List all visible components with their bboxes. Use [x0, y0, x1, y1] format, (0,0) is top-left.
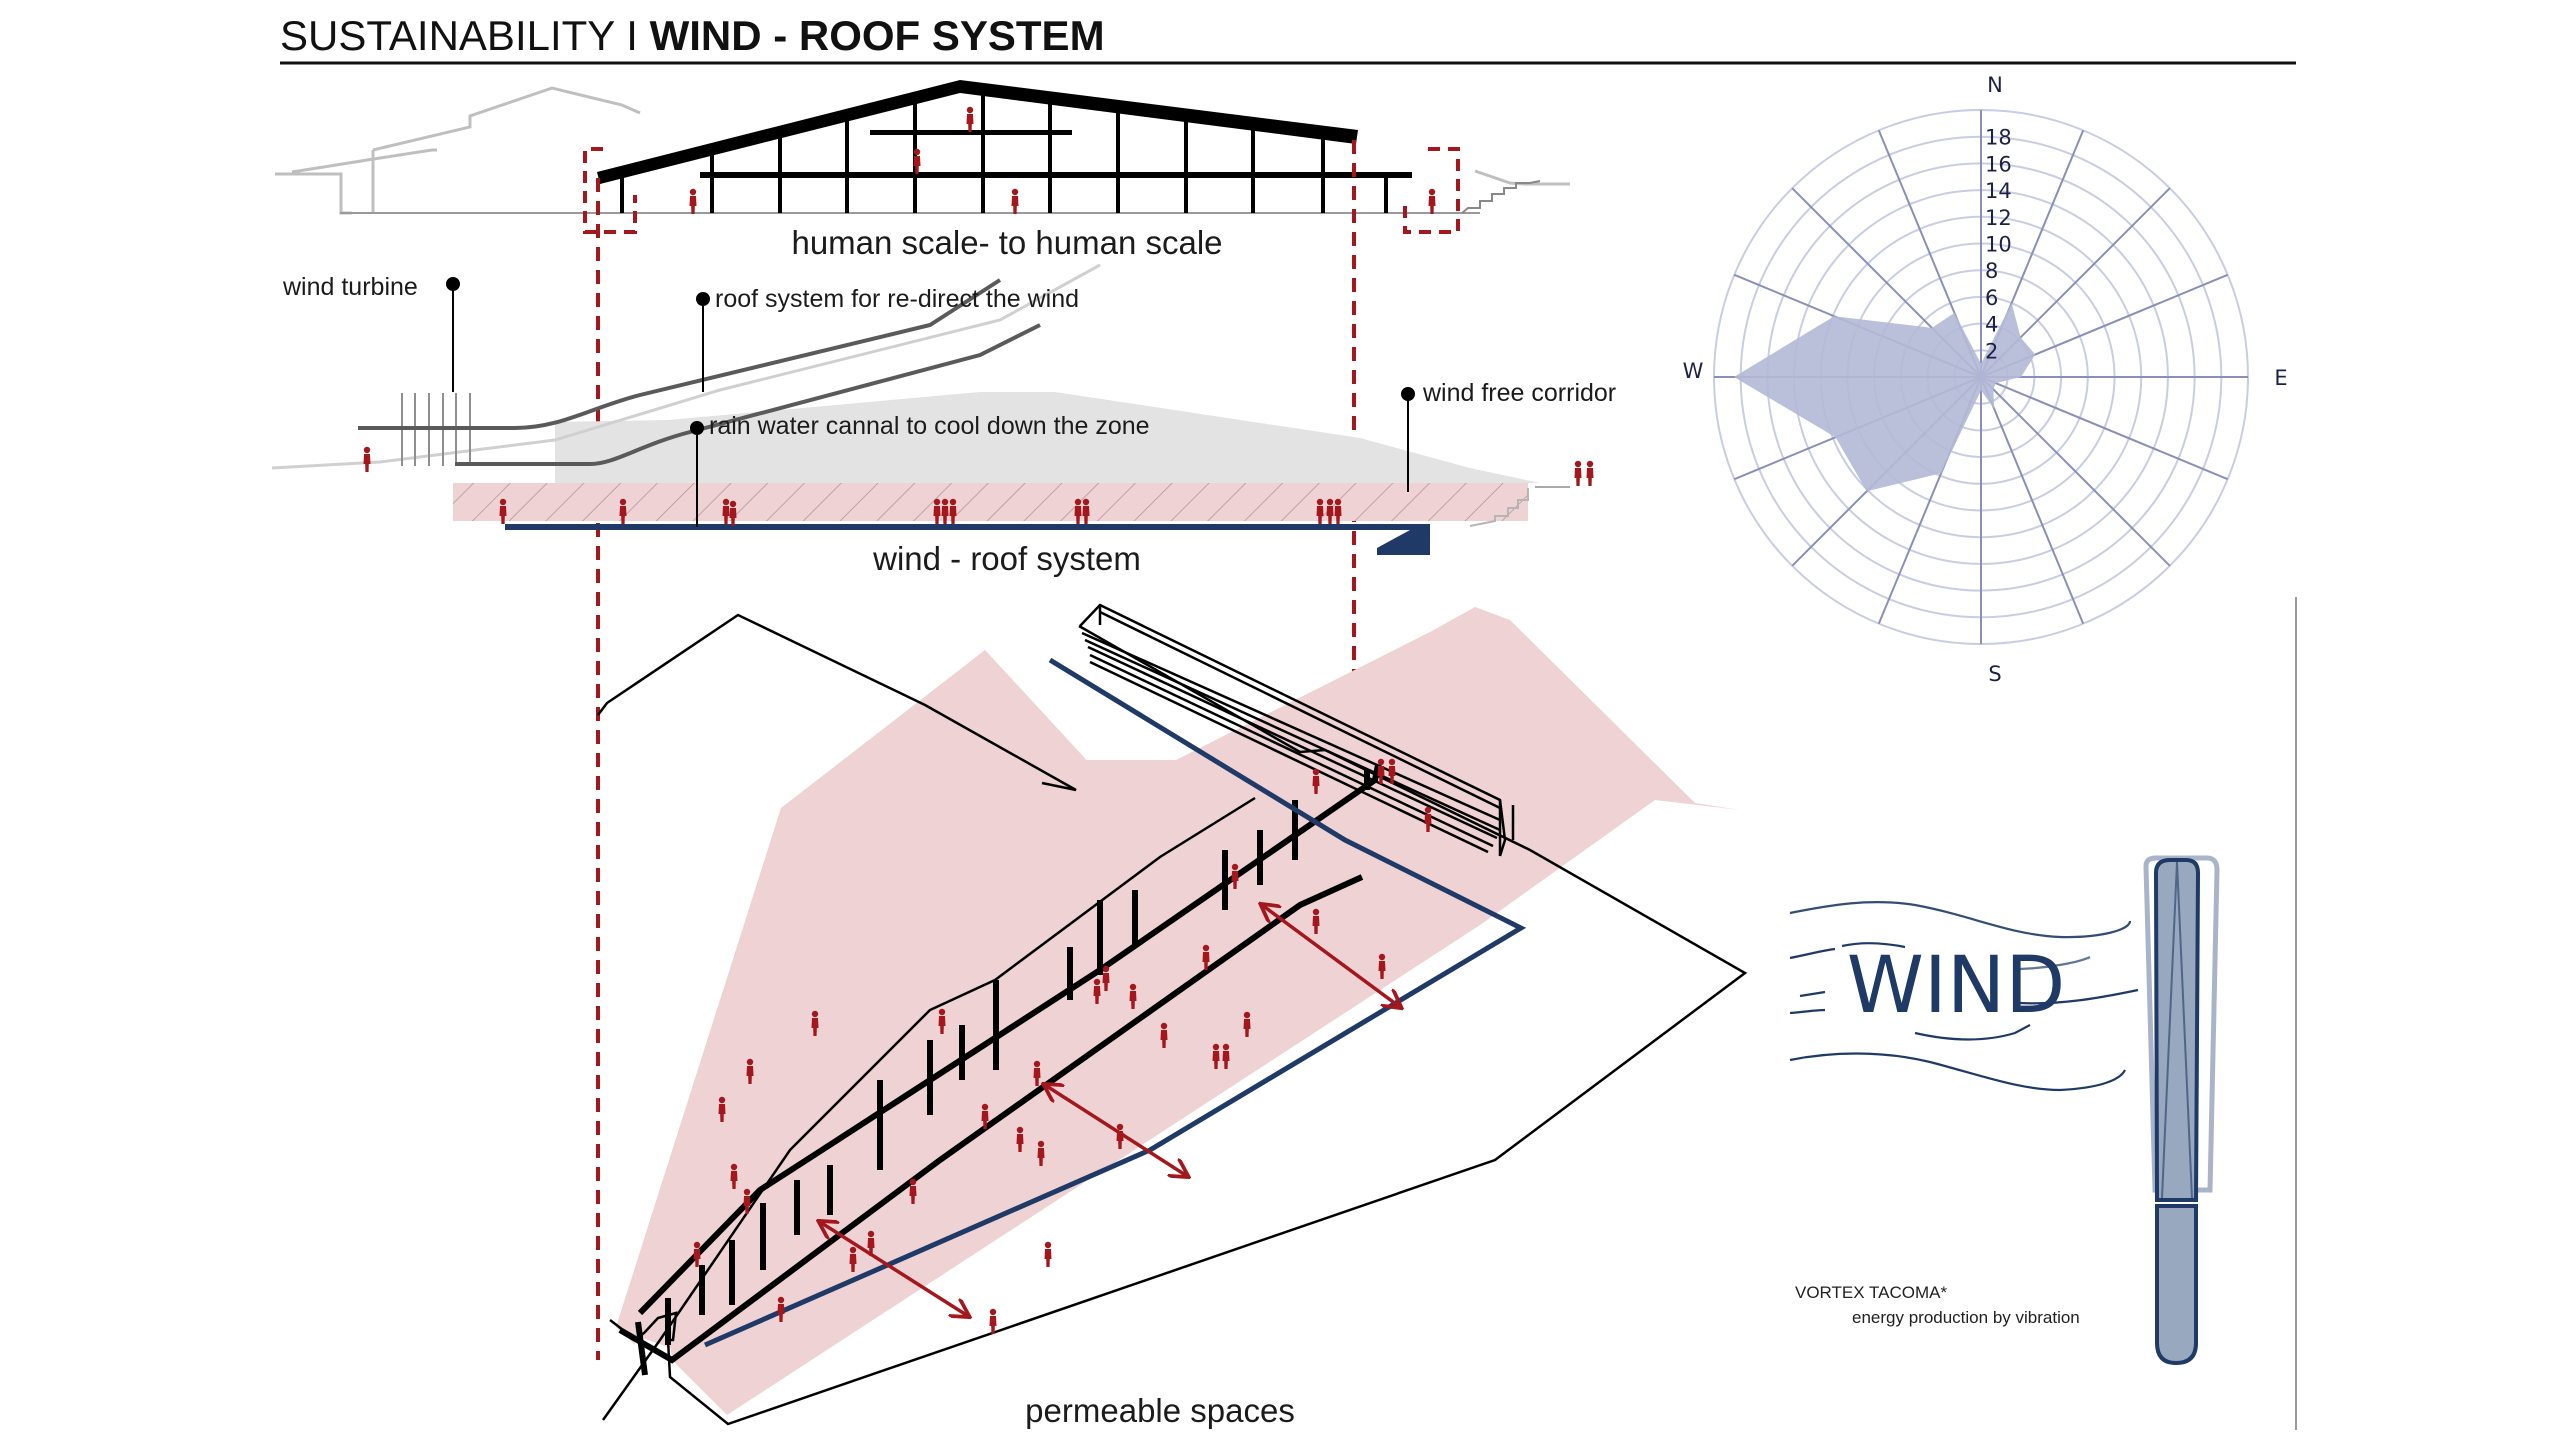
- wind-roof-section: wind turbine roof system for re-direct t…: [271, 263, 1616, 577]
- title-bold: WIND - ROOF SYSTEM: [650, 12, 1105, 59]
- hatched-band: [453, 483, 1528, 521]
- rose-tick-label: 16: [1985, 152, 2012, 176]
- callout-dot: [1401, 387, 1415, 401]
- building-mass-outline: [597, 613, 1077, 792]
- stairs: [1461, 180, 1541, 214]
- callout-dot: [696, 292, 710, 306]
- stepped-bench: [1079, 603, 1515, 857]
- label-roof-system: roof system for re-direct the wind: [715, 285, 1079, 313]
- permeable-spaces-caption: permeable spaces: [1025, 1392, 1295, 1429]
- roof-redirect-curve: [358, 278, 1002, 430]
- context-outline: [275, 86, 1570, 215]
- rose-spoke-sse: [1980, 376, 2085, 625]
- rain-canal-curve: [455, 323, 1041, 466]
- wind-roof-caption: wind - roof system: [872, 540, 1141, 577]
- vortex-product-desc: energy production by vibration: [1852, 1308, 2080, 1327]
- rose-spoke-se: [1980, 376, 2171, 567]
- title-light: SUSTAINABILITY I: [280, 12, 650, 59]
- human-scale-section: human scale- to human scale: [275, 80, 1570, 261]
- callout-roof-system: roof system for re-direct the wind: [696, 285, 1079, 392]
- axonometric-view: permeable spaces: [597, 603, 1748, 1429]
- rose-label-w: W: [1683, 359, 1704, 383]
- vortex-illustration: WIND VORTEX TACOMA* energy production by…: [1789, 855, 2220, 1366]
- columns: [620, 88, 1388, 213]
- wind-word: WIND: [1847, 941, 2066, 1031]
- wind-arrow: [820, 1222, 968, 1316]
- human-scale-caption: human scale- to human scale: [791, 224, 1222, 261]
- header: SUSTAINABILITY I WIND - ROOF SYSTEM: [280, 12, 2296, 65]
- permeable-ground-fill: [620, 755, 1290, 1380]
- rose-label-e: E: [2274, 366, 2287, 390]
- upper-floor-slab: [870, 130, 1072, 135]
- rose-data-points: [1733, 302, 2036, 492]
- pole-vibration-lines: [2161, 861, 2193, 1199]
- wind-arrow: [1262, 905, 1400, 1007]
- ground-slope: [271, 263, 1101, 470]
- wind-arrows: [820, 905, 1400, 1316]
- rose-label-s: S: [1988, 662, 2001, 686]
- vortex-product-name: VORTEX TACOMA*: [1795, 1283, 1947, 1302]
- rose-tick-label: 14: [1985, 179, 2012, 203]
- navy-base-line: [505, 524, 1430, 530]
- callout-rain-water: rain water cannal to cool down the zone: [690, 412, 1150, 527]
- rose-tick-label: 12: [1985, 206, 2012, 230]
- wind-lines: [1789, 901, 2139, 1092]
- rose-tick-label: 8: [1985, 259, 1998, 283]
- rose-tick-label: 10: [1985, 233, 2012, 257]
- roof-edge: [601, 796, 1256, 1421]
- grey-massing: [555, 392, 1540, 483]
- callout-dot: [690, 421, 704, 435]
- section-stairs: [1469, 488, 1529, 527]
- rose-label-n: N: [1987, 73, 2003, 97]
- rose-tick-label: 2: [1985, 339, 1998, 363]
- navy-channel: [703, 657, 1527, 1348]
- label-wind-free-corridor: wind free corridor: [1422, 379, 1616, 407]
- vortex-pole-lower: [2155, 1204, 2198, 1366]
- pole-ghost: [2143, 855, 2220, 1193]
- wind-arrow: [1045, 1085, 1187, 1176]
- navy-foot: [1377, 530, 1430, 555]
- rose-tick-label: 6: [1985, 286, 1998, 310]
- roof-frame: [618, 764, 1381, 1376]
- callout-wind-turbine: wind turbine: [282, 273, 460, 392]
- callout-wind-free: wind free corridor: [1401, 379, 1616, 492]
- rose-data-area: [1734, 303, 2036, 492]
- label-rain-water: rain water cannal to cool down the zone: [709, 412, 1150, 440]
- first-floor-slab: [700, 172, 1412, 178]
- rose-tick-label: 18: [1985, 126, 2012, 150]
- rose-tick-label: 4: [1985, 313, 1998, 337]
- label-wind-turbine: wind turbine: [282, 273, 418, 301]
- rose-spoke-ese: [1980, 376, 2229, 481]
- callout-dot: [446, 277, 460, 291]
- detail-boxes: [583, 147, 1460, 234]
- vortex-pole-upper: [2153, 858, 2201, 1202]
- page-title: SUSTAINABILITY I WIND - ROOF SYSTEM: [280, 12, 1105, 59]
